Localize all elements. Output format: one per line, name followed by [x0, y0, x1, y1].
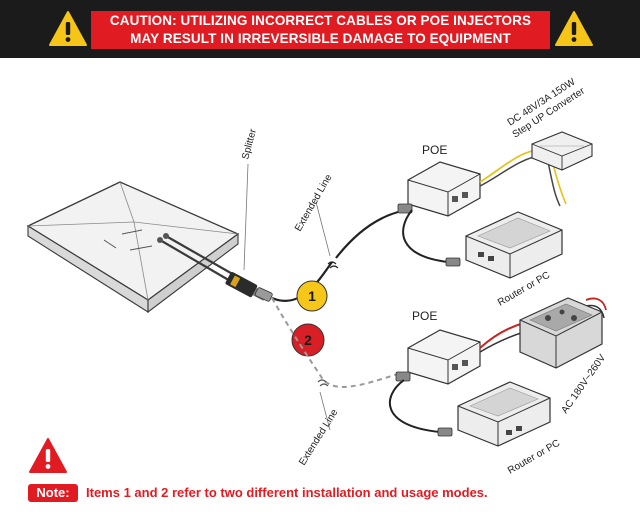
marker-1 [296, 280, 328, 312]
caution-line-1: CAUTION: UTILIZING INCORRECT CABLES OR P… [109, 13, 532, 28]
extended-line-top-label: Extended Line [293, 172, 335, 233]
poe-top-label: POE [422, 143, 447, 157]
extended-line-bottom [271, 297, 399, 388]
warning-triangle-icon [29, 438, 67, 473]
dish-cable [165, 235, 237, 277]
installation-diagram: Splitter Extended Line 1 2 Extended Line… [26, 76, 608, 474]
converter-wire [479, 149, 541, 183]
extended-line-top [335, 210, 399, 259]
ac-power-supply [519, 297, 603, 369]
rj45-plug [437, 427, 453, 437]
router-top [465, 211, 563, 279]
splitter-label: Splitter [240, 127, 259, 161]
rj45-plug [445, 257, 461, 267]
note-text: Items 1 and 2 refer to two different ins… [86, 485, 488, 500]
ethernet-cable [402, 209, 449, 263]
marker-1-label: 1 [308, 288, 316, 304]
caution-line-2: MAY RESULT IN IRREVERSIBLE DAMAGE TO EQU… [130, 31, 511, 46]
ethernet-cable [388, 379, 441, 433]
dish-cable [159, 239, 233, 283]
marker-2 [291, 323, 325, 357]
satellite-dish [26, 181, 240, 314]
splitter-pointer [243, 163, 249, 271]
extended-line-bottom-label: Extended Line [297, 407, 340, 467]
poe-injector-bottom [407, 329, 481, 385]
caution-banner: CAUTION: UTILIZING INCORRECT CABLES OR P… [0, 0, 640, 58]
warning-triangle-icon [49, 11, 87, 46]
dc-step-up-converter [531, 131, 593, 171]
splitter-connector [254, 287, 273, 302]
poe-bottom-label: POE [412, 309, 437, 323]
rj45-plug [397, 203, 413, 214]
warning-triangle-icon [555, 11, 593, 46]
poe-injector-top [407, 161, 481, 217]
router-bottom [457, 381, 551, 447]
router-bottom-label: Router or PC [506, 438, 562, 474]
caution-message-box [91, 11, 550, 49]
note-badge: Note: [28, 484, 78, 502]
marker-2-label: 2 [304, 332, 312, 348]
